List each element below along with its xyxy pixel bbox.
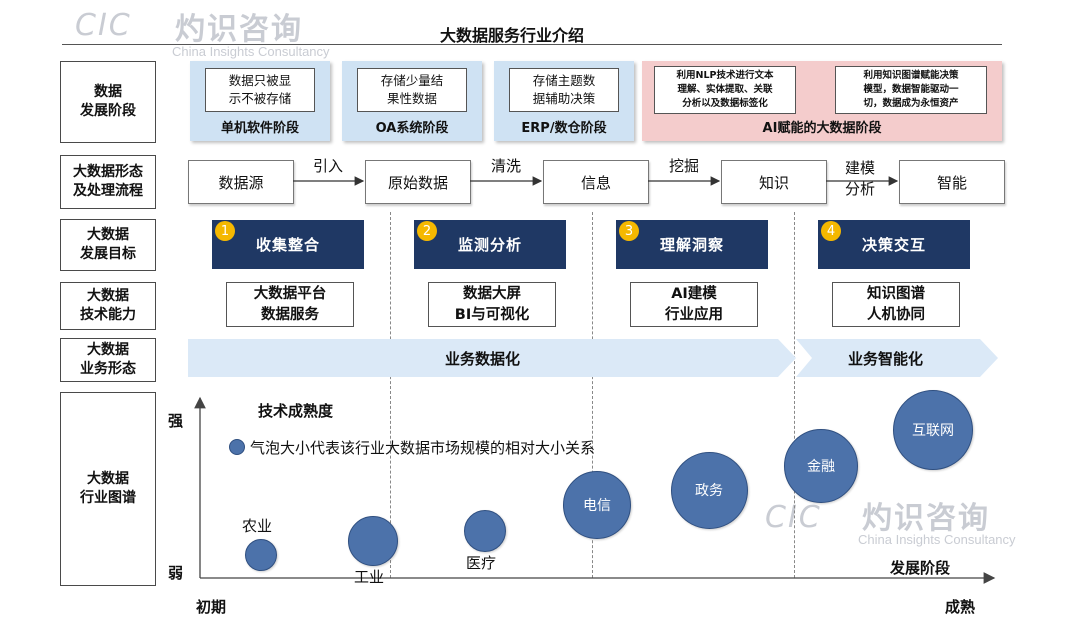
goal-collect: 收集整合 xyxy=(212,220,364,269)
business-label-digitize: 业务数据化 xyxy=(445,350,521,368)
goal-badge-1: 1 xyxy=(215,221,235,241)
goal-label-decision: 决策交互 xyxy=(861,236,926,254)
industry-bubble-label: 医疗 xyxy=(466,554,497,573)
flow-box-raw-data: 原始数据 xyxy=(365,160,471,204)
capability-kg: 知识图谱 人机协同 xyxy=(832,282,960,327)
separator-3 xyxy=(794,212,795,578)
capability-ai: AI建模 行业应用 xyxy=(630,282,758,327)
flow-label-import: 引入 xyxy=(312,157,343,175)
stage-text-erp: 存储主题数 据辅助决策 xyxy=(509,68,619,112)
stage-caption-erp: ERP/数仓阶段 xyxy=(521,121,607,136)
page-title: 大数据服务行业介绍 xyxy=(440,26,585,45)
goal-label-understand: 理解洞察 xyxy=(659,236,724,254)
stage-text-standalone: 数据只被显 示不被存储 xyxy=(205,68,315,112)
capability-platform: 大数据平台 数据服务 xyxy=(226,282,354,327)
y-axis-title: 技术成熟度 xyxy=(258,402,334,420)
flow-box-intelligence: 智能 xyxy=(899,160,1005,204)
goal-badge-4: 4 xyxy=(821,221,841,241)
row-label-industry: 大数据 行业图谱 xyxy=(60,392,156,586)
stage-text-ai-left: 利用NLP技术进行文本 理解、实体提取、关联 分析以及数据标签化 xyxy=(654,66,796,114)
industry-bubble: 电信 xyxy=(563,470,631,539)
separator-1 xyxy=(390,212,391,578)
goal-badge-2: 2 xyxy=(417,221,437,241)
stage-panel-oa: 存储少量结 果性数据 OA系统阶段 xyxy=(342,61,482,141)
logo-en-watermark: China Insights Consultancy xyxy=(858,532,1016,547)
stage-caption-ai: AI赋能的大数据阶段 xyxy=(762,121,882,136)
logo-cic-watermark: CIC xyxy=(765,500,822,535)
goal-label-monitor: 监测分析 xyxy=(457,236,522,254)
industry-bubble-label: 电信 xyxy=(583,497,611,514)
stage-panel-ai: 利用NLP技术进行文本 理解、实体提取、关联 分析以及数据标签化 利用知识图谱赋… xyxy=(642,61,1002,141)
industry-bubble: 互联网 xyxy=(893,390,973,471)
x-axis-end: 成熟 xyxy=(945,598,976,616)
industry-bubble xyxy=(463,509,507,553)
goal-badge-3: 3 xyxy=(619,221,639,241)
logo-cn-watermark: 灼识咨询 xyxy=(862,501,990,536)
flow-box-knowledge: 知识 xyxy=(721,160,827,204)
y-axis-high: 强 xyxy=(168,412,184,430)
stage-panel-erp: 存储主题数 据辅助决策 ERP/数仓阶段 xyxy=(494,61,634,141)
business-arrow-intelligent xyxy=(796,339,998,377)
stage-panel-standalone: 数据只被显 示不被存储 单机软件阶段 xyxy=(190,61,330,141)
logo-en-top: China Insights Consultancy xyxy=(172,44,330,59)
stage-text-oa: 存储少量结 果性数据 xyxy=(357,68,467,112)
logo-cn-top: 灼识咨询 xyxy=(175,12,303,47)
flow-label-mine: 挖掘 xyxy=(668,157,699,175)
row-label-flow: 大数据形态 及处理流程 xyxy=(60,155,156,209)
business-arrow-digitize xyxy=(188,339,796,377)
goal-understand: 理解洞察 xyxy=(616,220,768,269)
business-label-intelligent: 业务智能化 xyxy=(848,350,924,368)
goal-monitor: 监测分析 xyxy=(414,220,566,269)
stage-caption-oa: OA系统阶段 xyxy=(375,121,449,136)
row-label-business: 大数据 业务形态 xyxy=(60,338,156,382)
flow-label-model: 建模 分析 xyxy=(844,159,875,198)
industry-bubble-label: 农业 xyxy=(242,517,273,535)
industry-bubble-label: 工业 xyxy=(354,567,385,586)
flow-box-information: 信息 xyxy=(543,160,649,204)
goal-label-collect: 收集整合 xyxy=(255,236,320,254)
x-axis-start: 初期 xyxy=(196,598,227,616)
capability-bi: 数据大屏 BI与可视化 xyxy=(428,282,556,327)
legend-dot xyxy=(229,439,245,455)
industry-bubble xyxy=(245,539,277,571)
industry-bubble: 金融 xyxy=(784,429,858,504)
stage-caption-standalone: 单机软件阶段 xyxy=(220,121,299,136)
x-axis-title: 发展阶段 xyxy=(890,559,951,577)
industry-bubble-label: 互联网 xyxy=(912,423,954,440)
goal-decision: 决策交互 xyxy=(818,220,970,269)
y-axis-low: 弱 xyxy=(168,564,184,582)
flow-label-clean: 清洗 xyxy=(490,157,521,175)
flow-box-source: 数据源 xyxy=(188,160,294,204)
industry-bubble-label: 金融 xyxy=(807,459,835,476)
logo-cic-top: CIC xyxy=(75,8,132,43)
row-label-capability: 大数据 技术能力 xyxy=(60,282,156,330)
industry-bubble-label: 政务 xyxy=(695,483,723,500)
legend-text: 气泡大小代表该行业大数据市场规模的相对大小关系 xyxy=(250,439,596,457)
industry-bubble xyxy=(348,515,398,566)
stage-text-ai-right: 利用知识图谱赋能决策 模型，数据智能驱动一 切，数据成为永恒资产 xyxy=(835,66,987,114)
row-label-goal: 大数据 发展目标 xyxy=(60,219,156,271)
row-label-stage: 数据 发展阶段 xyxy=(60,61,156,143)
industry-bubble: 政务 xyxy=(670,451,748,529)
title-divider xyxy=(62,44,1002,45)
separator-2 xyxy=(592,212,593,578)
